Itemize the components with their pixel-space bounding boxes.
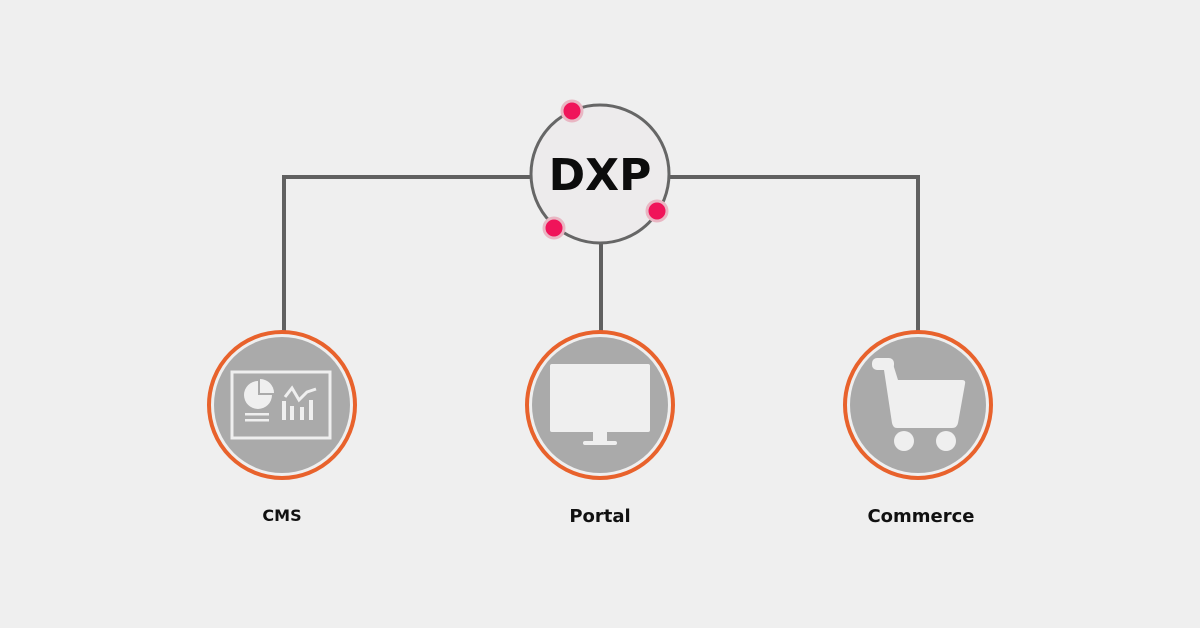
connector-commerce (670, 175, 920, 332)
hub-label: DXP (549, 150, 652, 201)
hub-dot (560, 99, 584, 123)
node-label-commerce: Commerce (867, 506, 975, 527)
node-cms[interactable] (207, 330, 357, 480)
node-portal[interactable] (525, 330, 675, 480)
dashboard-chart-icon (230, 370, 332, 440)
node-label-portal: Portal (569, 506, 631, 527)
connectors (282, 175, 920, 332)
monitor-icon (550, 364, 650, 445)
node-label-cms: CMS (262, 506, 302, 525)
hub-circle (529, 103, 671, 245)
node-commerce[interactable] (843, 330, 993, 480)
dxp-hub[interactable]: DXP (529, 99, 671, 245)
hub-dot (542, 216, 566, 240)
connector-cms (282, 175, 530, 332)
hub-dots (542, 99, 669, 240)
shopping-cart-icon (872, 358, 966, 451)
hub-dot (645, 199, 669, 223)
